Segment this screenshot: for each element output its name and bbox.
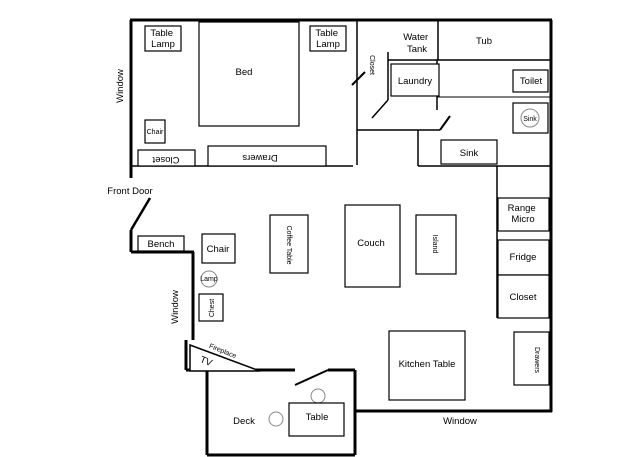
window-kitchen-label: Window (443, 416, 477, 427)
tv-fireplace (189, 343, 261, 372)
island-label: Island (431, 235, 438, 254)
chest (198, 293, 224, 322)
island (415, 214, 457, 275)
window-living-label: Window (170, 290, 181, 324)
table-lamp-right-label: Table Lamp (315, 28, 340, 50)
closet-bedroom (137, 149, 196, 167)
drawers-bedroom-label: Drawers (242, 152, 278, 163)
bed (198, 21, 300, 127)
sink-counter-label: Sink (460, 148, 479, 159)
kitchen-table (388, 330, 466, 401)
bed-label: Bed (236, 67, 253, 78)
drawers-kitchen (513, 331, 550, 386)
toilet (512, 69, 549, 93)
bench (137, 235, 185, 252)
kitchen-closet-label: Closet (510, 292, 537, 303)
coffee-table-label: Coffee Table (285, 225, 292, 264)
deck-chair-left (268, 411, 284, 427)
table-lamp-left (144, 25, 182, 52)
deck-table (288, 402, 345, 437)
coffee-table (269, 214, 309, 274)
chair-bedroom (144, 119, 166, 144)
kitchen-table-label: Kitchen Table (399, 359, 456, 370)
closet-vertical-label: Closet (368, 55, 375, 75)
laundry (390, 63, 440, 97)
fridge-label: Fridge (510, 252, 537, 263)
chest-label: Chest (209, 299, 216, 317)
range-micro (497, 197, 550, 232)
couch (344, 204, 401, 288)
lamp-label: Lamp (200, 276, 218, 283)
front-door-swing (129, 197, 152, 231)
window-bedroom-label: Window (115, 69, 126, 103)
tub-label: Tub (476, 36, 492, 47)
table-lamp-right (309, 25, 347, 52)
front-door-label: Front Door (107, 186, 152, 197)
kitchen-closet (497, 274, 550, 319)
sink-counter (440, 139, 498, 165)
deck-chair-right (310, 388, 326, 404)
fridge (497, 239, 550, 276)
deck-label: Deck (233, 416, 255, 427)
bench-label: Bench (148, 239, 175, 250)
bath-sink-small-label: Sink (523, 116, 537, 123)
drawers-kitchen-label: Drawers (533, 347, 540, 374)
chair-bedroom-label: Chair (147, 129, 164, 136)
deck-table-label: Table (306, 412, 329, 423)
laundry-label: Laundry (398, 76, 433, 87)
chair-living (201, 233, 236, 264)
lamp-icon (200, 270, 218, 288)
outer-walls (129, 18, 553, 457)
bath-sink-basin (520, 108, 540, 128)
toilet-label: Toilet (520, 76, 543, 87)
table-lamp-left-label: Table Lamp (150, 28, 175, 50)
tv-label: TV (198, 354, 214, 369)
deck-door-swing (294, 369, 329, 386)
range-micro-label: Range Micro (508, 203, 539, 225)
water-tank-label: Water Tank (403, 32, 431, 55)
drawers-bedroom (207, 145, 327, 167)
closet-bedroom-label: Closet (152, 154, 179, 165)
couch-label: Couch (357, 238, 384, 249)
chair-living-label: Chair (207, 244, 230, 255)
